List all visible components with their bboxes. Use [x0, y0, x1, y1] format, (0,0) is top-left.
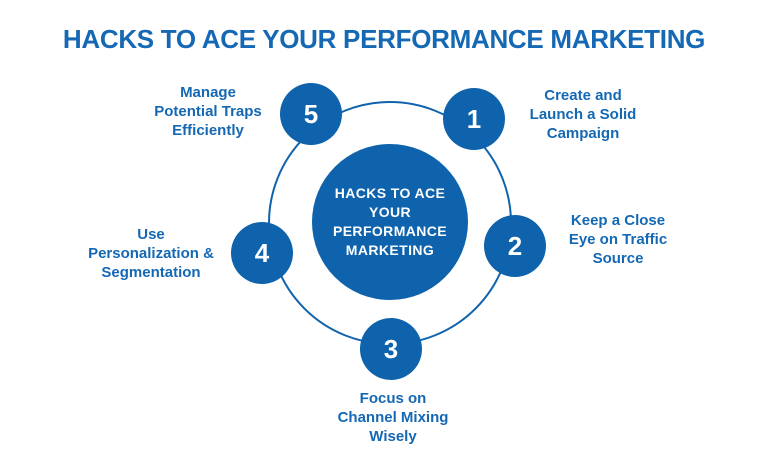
node-circle-1: 1	[443, 88, 505, 150]
node-circle-4: 4	[231, 222, 293, 284]
node-number-4: 4	[254, 238, 270, 268]
node-label-4: Use Personalization & Segmentation	[88, 226, 214, 281]
node-number-1: 1	[466, 104, 482, 134]
node-label-2: Keep a Close Eye on Traffic Source	[568, 212, 668, 267]
node-label-1: Create and Launch a Solid Campaign	[529, 87, 637, 142]
node-number-3: 3	[383, 334, 399, 364]
node-number-2: 2	[507, 231, 523, 261]
page-title: HACKS TO ACE YOUR PERFORMANCE MARKETING	[62, 24, 706, 54]
node-label-3: Focus on Channel Mixing Wisely	[337, 390, 449, 445]
center-circle-text: HACKS TO ACE YOUR PERFORMANCE MARKETING	[332, 185, 448, 258]
center-circle: HACKS TO ACE YOUR PERFORMANCE MARKETING	[312, 144, 468, 300]
node-circle-3: 3	[360, 318, 422, 380]
node-circle-5: 5	[280, 83, 342, 145]
node-number-5: 5	[303, 99, 319, 129]
node-circle-2: 2	[484, 215, 546, 277]
node-label-5: Manage Potential Traps Efficiently	[154, 84, 262, 139]
